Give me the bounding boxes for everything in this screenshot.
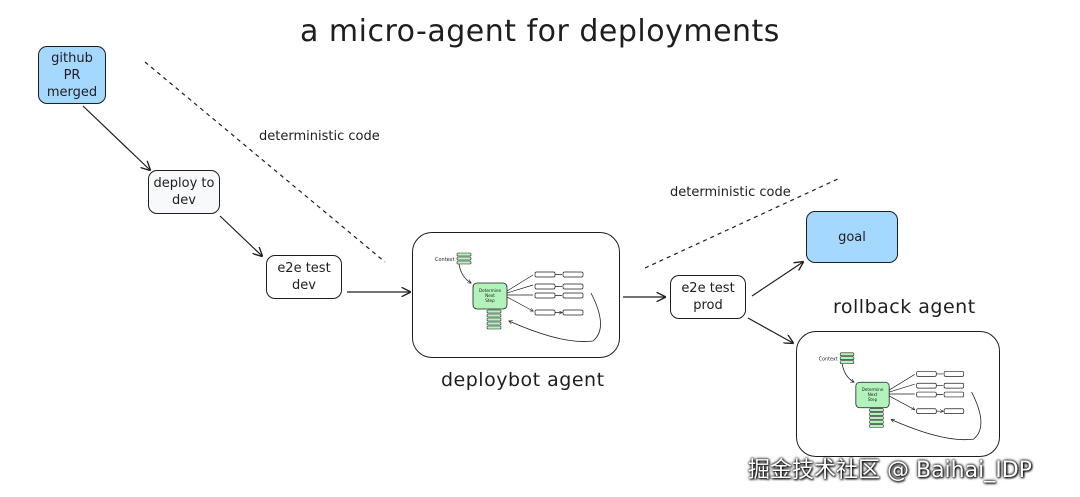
node-e2e-test-prod: e2e test prod bbox=[670, 275, 746, 319]
dashed-divider-2 bbox=[644, 177, 841, 269]
step-stack-icon bbox=[869, 408, 884, 428]
deterministic-code-label-2: deterministic code bbox=[670, 185, 791, 200]
deploybot-agent-label: deploybot agent bbox=[441, 369, 605, 391]
arrow-e2e-prod-to-rollback bbox=[747, 317, 793, 343]
fan-out-arrows bbox=[506, 274, 533, 311]
loop-back-arrow bbox=[509, 292, 601, 342]
node-goal: goal bbox=[806, 211, 898, 263]
node-deploy-to-dev: deploy to dev bbox=[148, 170, 220, 214]
row-arrows bbox=[936, 373, 943, 411]
determine-next-step-box bbox=[472, 282, 508, 310]
fan-out-arrows bbox=[889, 374, 915, 409]
row-arrows bbox=[555, 274, 562, 313]
context-label: Context bbox=[435, 257, 455, 263]
node-e2e-test-dev: e2e test dev bbox=[266, 255, 342, 299]
arrow-pr-to-deploy bbox=[82, 105, 150, 170]
loop-back-arrow bbox=[891, 391, 982, 441]
watermark: 掘金技术社区 @ Baihai_IDP bbox=[748, 458, 1032, 483]
tool-call-rows bbox=[916, 371, 965, 414]
context-arrow bbox=[458, 263, 471, 283]
arrow-deploy-to-e2e-dev bbox=[219, 215, 262, 256]
node-label: e2e test dev bbox=[277, 261, 331, 293]
node-label: deploy to dev bbox=[153, 176, 215, 208]
arrow-e2e-prod-to-goal bbox=[751, 262, 803, 297]
node-label: github PR merged bbox=[46, 50, 98, 100]
rollback-agent-label: rollback agent bbox=[833, 296, 976, 318]
context-arrow bbox=[841, 363, 854, 383]
dashed-divider-1 bbox=[144, 61, 386, 263]
node-label: e2e test prod bbox=[681, 281, 735, 313]
determine-next-step-box bbox=[855, 381, 890, 409]
context-label: Context bbox=[819, 357, 838, 363]
context-stack-icon bbox=[839, 352, 855, 364]
step-stack-icon bbox=[486, 309, 502, 330]
context-stack-icon bbox=[456, 252, 472, 265]
node-github-pr-merged: github PR merged bbox=[38, 46, 106, 104]
node-label: goal bbox=[838, 229, 866, 245]
diagram-title: a micro-agent for deployments bbox=[300, 14, 780, 49]
deterministic-code-label-1: deterministic code bbox=[259, 129, 380, 144]
tool-call-rows bbox=[534, 271, 584, 316]
